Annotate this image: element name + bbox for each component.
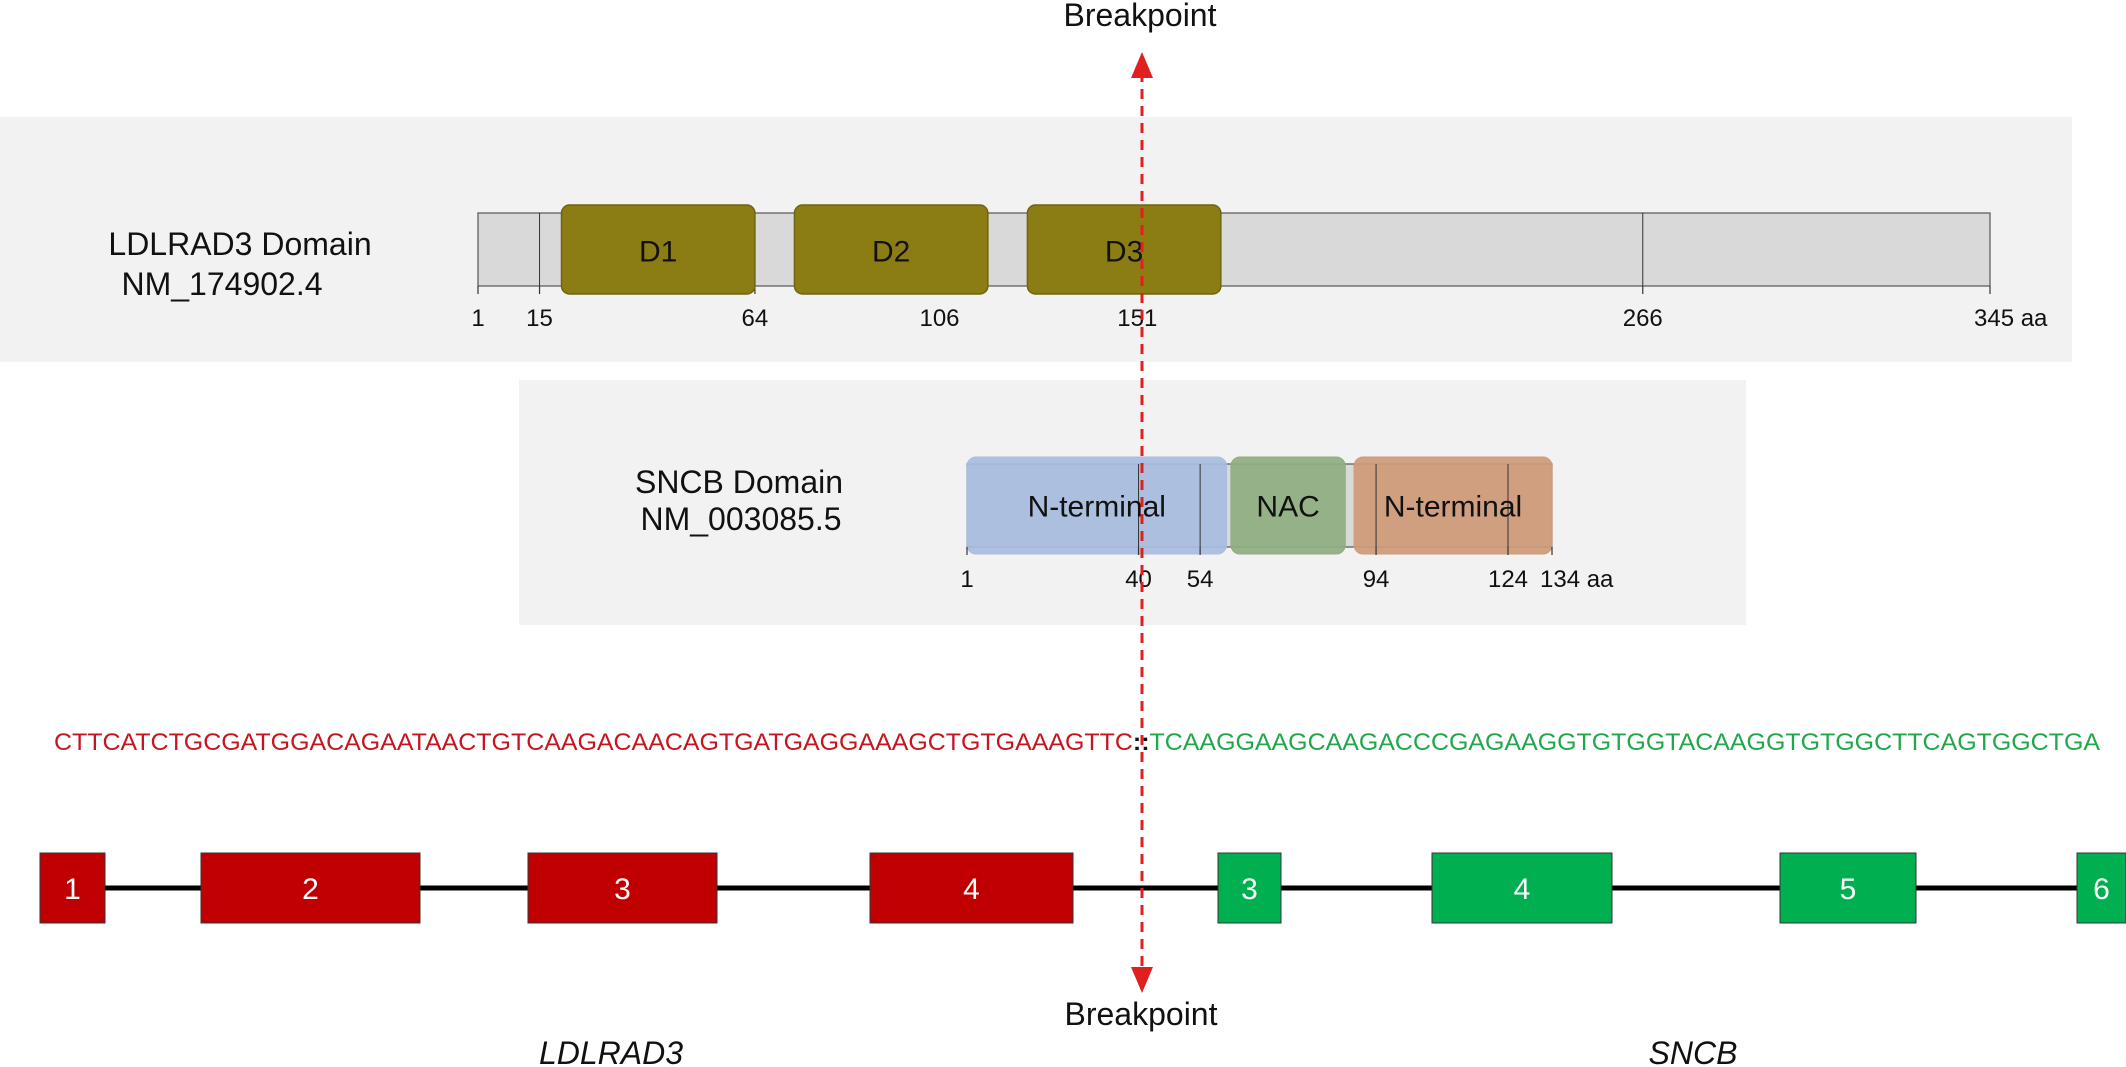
sncb-domain-label: N-terminal — [1384, 491, 1522, 524]
sncb-accession: NM_003085.5 — [640, 501, 841, 537]
ldlrad3-domain-box — [560, 204, 756, 295]
sncb-tick-label: 134 aa — [1540, 566, 1614, 593]
sncb-tick-label: 124 — [1488, 566, 1528, 593]
gene-label-sncb: SNCB — [1649, 1035, 1738, 1067]
sncb-domain-label: NAC — [1256, 491, 1319, 524]
ldlrad3-accession: NM_174902.4 — [121, 266, 322, 302]
ldlrad3-tick-label: 345 aa — [1974, 305, 2048, 332]
sncb-exon-label: 3 — [1241, 873, 1258, 906]
sncb-domain-box — [1230, 456, 1346, 555]
ldlrad3-domain-box — [793, 204, 989, 295]
ldlrad3-exon-box — [39, 852, 106, 924]
gene-label-ldlrad3: LDLRAD3 — [539, 1035, 683, 1067]
sncb-exon-label: 5 — [1840, 873, 1857, 906]
ldlrad3-exon-label: 4 — [963, 873, 980, 906]
ldlrad3-tick-label: 151 — [1117, 305, 1157, 332]
breakpoint-label-top: Breakpoint — [1064, 0, 1217, 33]
ldlrad3-exon-label: 1 — [64, 873, 81, 906]
exon-track: 1 2 3 4 3 4 5 6 — [39, 852, 2126, 924]
sncb-exon-box — [1779, 852, 1917, 924]
ldlrad3-tick-label: 266 — [1623, 305, 1663, 332]
sncb-tick-label: 94 — [1363, 566, 1390, 593]
ldlrad3-domain-label: D3 — [1105, 236, 1143, 269]
sncb-domain-label: N-terminal — [1028, 491, 1166, 524]
breakpoint-label-bottom: Breakpoint — [1065, 996, 1218, 1032]
ldlrad3-tick-label: 64 — [742, 305, 769, 332]
sncb-exon-box — [1431, 852, 1613, 924]
sncb-domain-box — [1353, 456, 1553, 555]
ldlrad3-domain-box — [1026, 204, 1222, 295]
junction-sequence: CTTCATCTGCGATGGACAGAATAACTGTCAAGACAACAGT… — [54, 729, 2100, 756]
ldlrad3-domain-label: D2 — [872, 236, 910, 269]
breakpoint-arrowhead-up — [1131, 52, 1153, 78]
sncb-exon-box — [1217, 852, 1282, 924]
sncb-exon-label: 4 — [1514, 873, 1531, 906]
ldlrad3-sequence: CTTCATCTGCGATGGACAGAATAACTGTCAAGACAACAGT… — [54, 729, 1133, 756]
sncb-tick-label: 40 — [1125, 566, 1152, 593]
ldlrad3-domain-label: D1 — [639, 236, 677, 269]
breakpoint-arrowhead-down — [1131, 967, 1153, 993]
sncb-sequence: TCAAGGAAGCAAGACCCGAGAAGGTGTGGTACAAGGTGTG… — [1150, 729, 2100, 756]
ldlrad3-exon-box — [869, 852, 1074, 924]
ldlrad3-tick-label: 1 — [471, 305, 484, 332]
sncb-domain-title: SNCB Domain — [635, 464, 843, 500]
sncb-exon-label: 6 — [2093, 873, 2110, 906]
ldlrad3-tick-label: 106 — [919, 305, 959, 332]
sncb-domain-box — [966, 456, 1228, 555]
sncb-exon-box — [2076, 852, 2126, 924]
ldlrad3-exon-label: 3 — [614, 873, 631, 906]
ldlrad3-exon-box — [527, 852, 718, 924]
ldlrad3-protein-track: 1 15 64 106 151 266 345 aa D1 D2 D3 — [471, 204, 2048, 332]
ldlrad3-domain-title: LDLRAD3 Domain — [108, 226, 371, 262]
sncb-tick-label: 1 — [960, 566, 973, 593]
sncb-tick-label: 54 — [1187, 566, 1214, 593]
ldlrad3-exon-label: 2 — [302, 873, 319, 906]
sncb-protein-track: 1 40 54 94 124 134 aa N-terminal NAC N-terminal — [960, 456, 1614, 593]
ldlrad3-tick-label: 15 — [526, 305, 553, 332]
ldlrad3-exon-box — [200, 852, 421, 924]
